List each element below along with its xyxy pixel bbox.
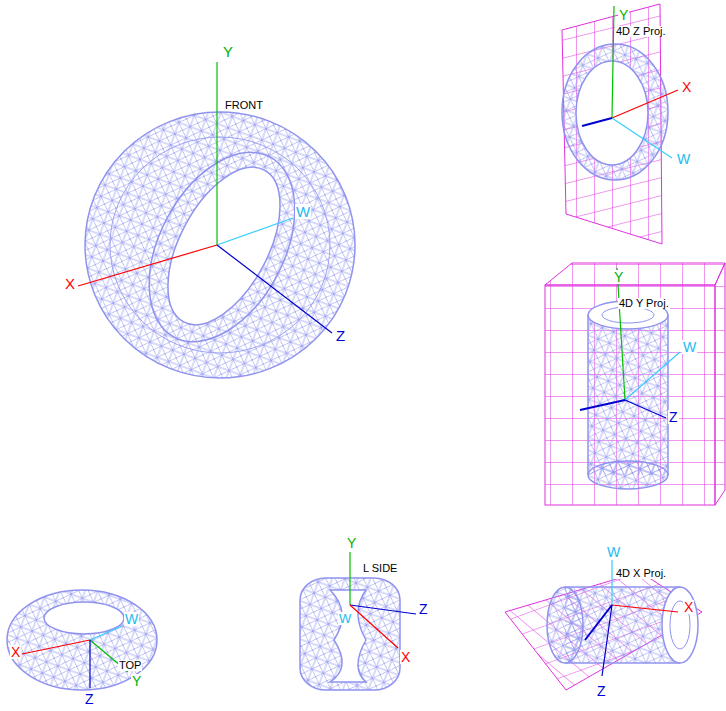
axis-label: Z (596, 684, 607, 698)
view-name: 4D Y Proj. (618, 298, 670, 309)
axis-label: Z (335, 328, 346, 343)
front-torus (78, 62, 355, 378)
axis-label: X (64, 276, 76, 291)
axis-label: Y (131, 674, 142, 688)
view-name: TOP (118, 660, 142, 671)
top-view-torus (7, 590, 157, 690)
axis-label: X (683, 600, 694, 614)
axis-label: Y (613, 270, 624, 284)
left-side-torus (300, 552, 416, 690)
axis-label: Z (668, 410, 679, 424)
axis-label: Z (84, 692, 95, 706)
y-projection (545, 263, 725, 505)
axis-label: W (124, 612, 139, 626)
view-name: FRONT (224, 100, 264, 111)
x-projection (505, 560, 702, 690)
axis-label: W (606, 545, 621, 559)
axis-label: Y (346, 536, 357, 550)
axis-label: Y (618, 8, 629, 22)
z-projection (562, 4, 678, 244)
view-name: 4D X Proj. (615, 568, 667, 579)
axis-label: X (10, 645, 21, 659)
axis-label: W (676, 152, 691, 166)
axis-label: X (681, 80, 692, 94)
axis-label: W (338, 612, 352, 625)
axis-label: W (295, 204, 311, 219)
view-name: 4D Z Proj. (615, 26, 667, 37)
axis-label: W (682, 340, 697, 354)
axis-label: Y (222, 44, 234, 59)
view-name: L SIDE (362, 563, 398, 574)
axis-label: Z (418, 602, 429, 616)
axis-label: X (400, 650, 411, 664)
